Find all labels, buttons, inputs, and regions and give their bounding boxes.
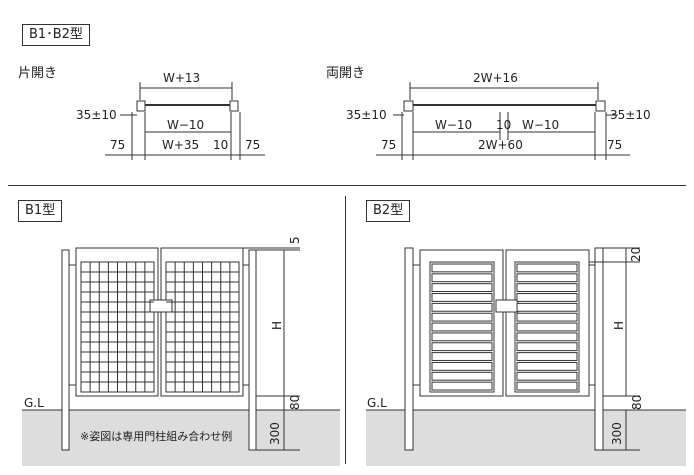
- diagram-title: B1･B2型: [22, 24, 90, 46]
- b2-dim-height: H: [612, 320, 626, 330]
- dim-single-left-offset: 35±10: [76, 108, 117, 122]
- double-swing-label: 両開き: [326, 66, 366, 81]
- dim-double-inner-right: W−10: [522, 118, 560, 132]
- dim-double-center-gap: 10: [496, 118, 512, 132]
- dim-double-inner-left: W−10: [435, 118, 473, 132]
- b1-dim-top: 5: [288, 236, 302, 244]
- b1-dim-height: H: [270, 320, 284, 330]
- dim-single-inner: W−10: [167, 118, 205, 132]
- dim-double-top: 2W+16: [473, 71, 518, 85]
- dim-double-outer: 2W+60: [478, 138, 523, 152]
- b1-ground-label: G.L: [24, 396, 44, 410]
- column-divider: [345, 196, 346, 464]
- b2-dim-top: 20: [629, 246, 643, 262]
- dim-single-inner-gap: 10: [213, 138, 229, 152]
- b1-dim-depth: 300: [268, 422, 282, 445]
- b2-dim-bottom: 80: [630, 394, 644, 410]
- b2-dim-depth: 300: [610, 422, 624, 445]
- dim-double-right-margin: 75: [607, 138, 623, 152]
- dim-double-left-offset: 35±10: [346, 108, 387, 122]
- dim-single-left-margin: 75: [110, 138, 126, 152]
- dim-double-right-offset: 35±10: [610, 108, 651, 122]
- dim-double-left-margin: 75: [381, 138, 397, 152]
- b2-title: B2型: [366, 200, 411, 222]
- dim-single-outer: W+35: [162, 138, 200, 152]
- dim-single-right-margin: 75: [245, 138, 261, 152]
- b2-ground-label: G.L: [367, 396, 387, 410]
- single-swing-label: 片開き: [18, 66, 58, 81]
- dim-single-top: W+13: [163, 71, 201, 85]
- b1-note: ※姿図は専用門柱組み合わせ例: [80, 430, 233, 443]
- section-divider: [8, 185, 686, 186]
- b1-dim-bottom: 80: [288, 394, 302, 410]
- b1-title: B1型: [18, 200, 63, 222]
